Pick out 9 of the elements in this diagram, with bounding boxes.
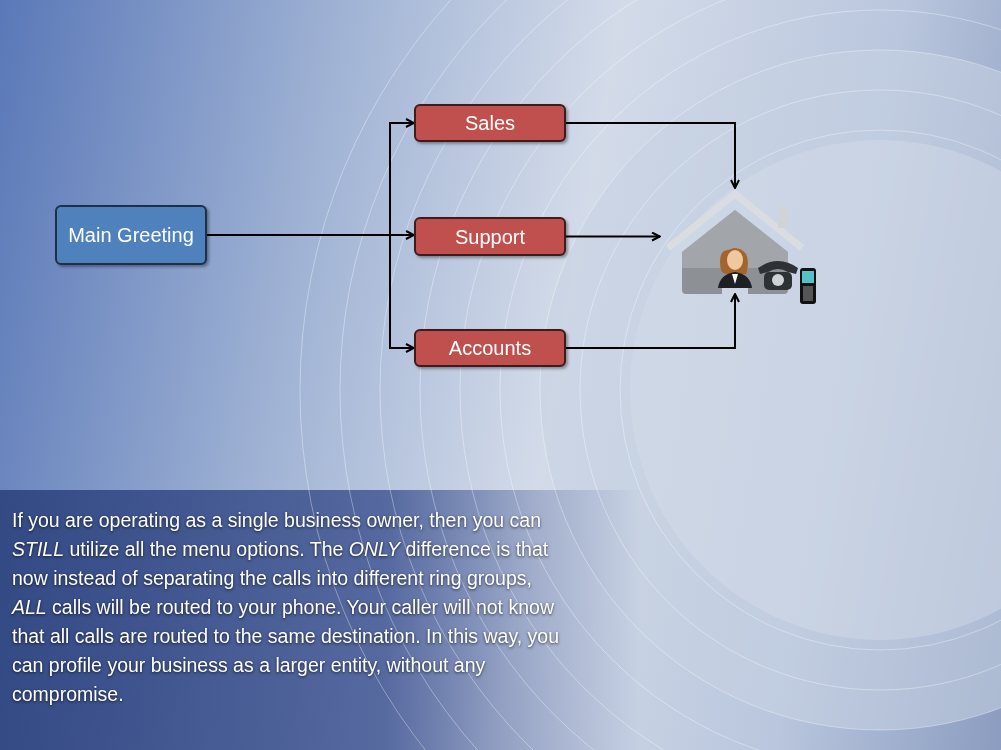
arrow bbox=[565, 293, 740, 349]
description-paragraph: If you are operating as a single business owner, then you can STILL utilize all the menu options. The ONLY difference is that now instead of separating the calls into different ring groups, ALL calls will be routed to your phone. Your caller will not know that all calls are routed to the same destination. In this way, you can profile your business as a larger entity, without any compromise. bbox=[12, 508, 561, 707]
arrow bbox=[565, 231, 661, 242]
arrow bbox=[565, 122, 740, 189]
process-box: Support bbox=[414, 217, 566, 256]
process-box: Main Greeting bbox=[55, 205, 207, 265]
process-box: Sales bbox=[414, 104, 566, 142]
arrow bbox=[206, 234, 415, 353]
process-box: Accounts bbox=[414, 329, 566, 367]
